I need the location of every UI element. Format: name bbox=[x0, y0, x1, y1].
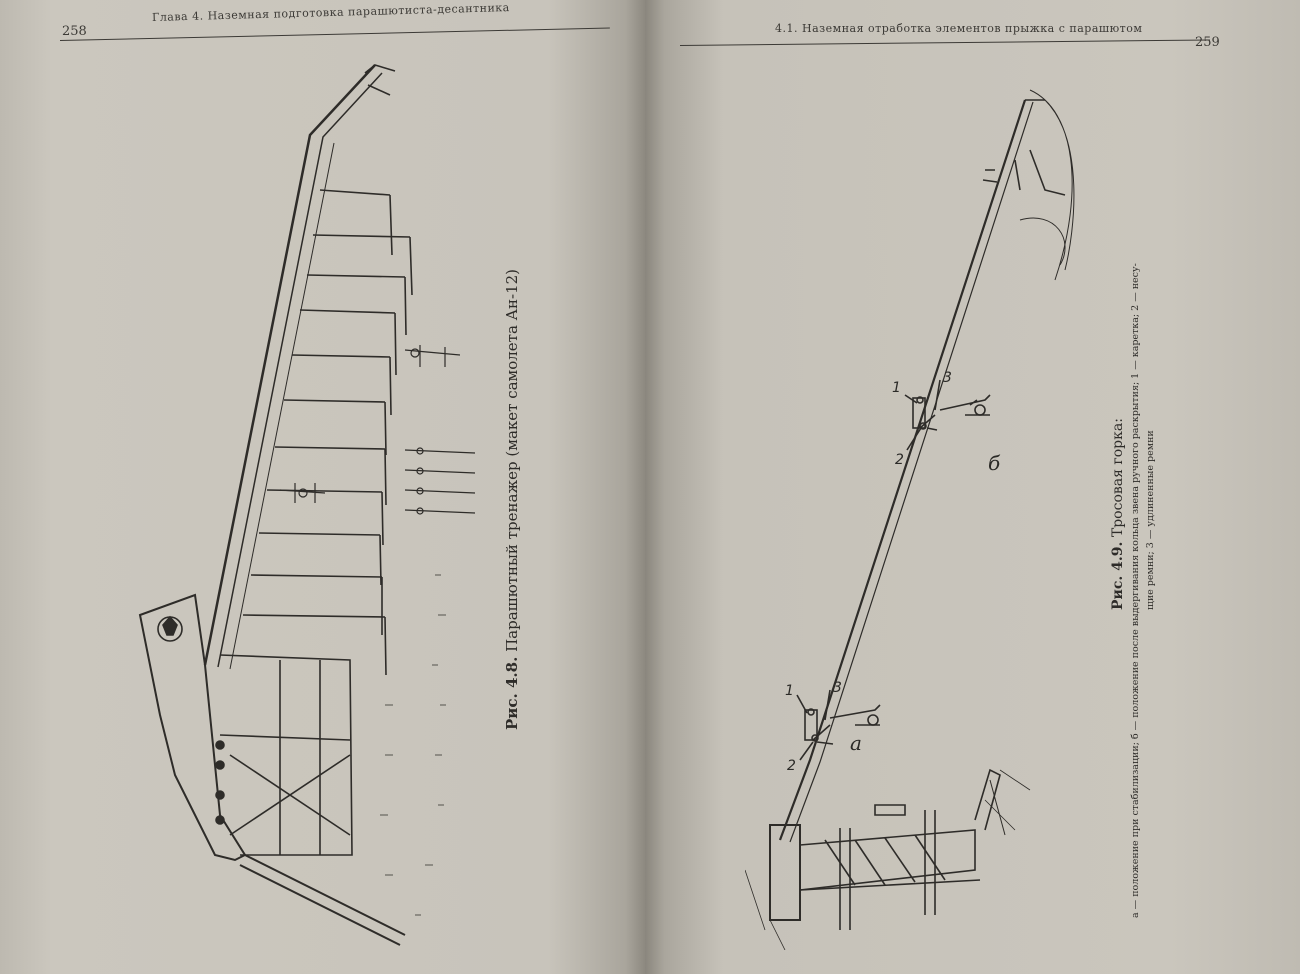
figure-4-8-label: Рис. 4.8. bbox=[503, 656, 521, 730]
sublabel-a: а bbox=[850, 731, 862, 755]
callout-2-a: 2 bbox=[787, 758, 796, 774]
right-page: 4.1. Наземная отработка элементов прыжка… bbox=[645, 0, 1300, 974]
figure-4-9-label: Рис. 4.9. bbox=[1110, 541, 1126, 610]
right-page-number: 259 bbox=[1195, 35, 1220, 50]
left-header-rule bbox=[59, 27, 610, 41]
callout-3-a: 3 bbox=[833, 680, 842, 696]
cable-slide-illustration: 1 3 2 б 1 3 2 а bbox=[745, 89, 1075, 950]
figure-4-9-title: Тросовая горка: bbox=[1110, 418, 1126, 538]
right-running-head: 4.1. Наземная отработка элементов прыжка… bbox=[775, 22, 1143, 35]
callout-2-b: 2 bbox=[895, 452, 904, 468]
right-header-rule bbox=[679, 39, 1210, 46]
left-page-number: 258 bbox=[62, 24, 87, 39]
left-running-head: Глава 4. Наземная подготовка парашютиста… bbox=[151, 1, 510, 24]
figure-4-8-text: Парашютный тренажер (макет самолета Ан-1… bbox=[503, 268, 521, 652]
figure-4-9-caption-line2: щие ремни; 3 — удлиненные ремни bbox=[1145, 430, 1156, 610]
left-page: 258 Глава 4. Наземная подготовка парашют… bbox=[0, 0, 645, 974]
callout-1-b: 1 bbox=[892, 380, 901, 396]
callout-1-a: 1 bbox=[785, 683, 794, 699]
figure-4-9-caption-title: Рис. 4.9. Тросовая горка: bbox=[1110, 418, 1126, 610]
callout-3-b: 3 bbox=[943, 370, 952, 386]
sublabel-b: б bbox=[988, 451, 1001, 475]
figure-4-8-caption: Рис. 4.8. Парашютный тренажер (макет сам… bbox=[503, 269, 521, 730]
parachute-trainer-illustration bbox=[138, 64, 476, 946]
figure-4-9-caption-line1: а — положение при стабилизации; б — поло… bbox=[1130, 263, 1141, 918]
